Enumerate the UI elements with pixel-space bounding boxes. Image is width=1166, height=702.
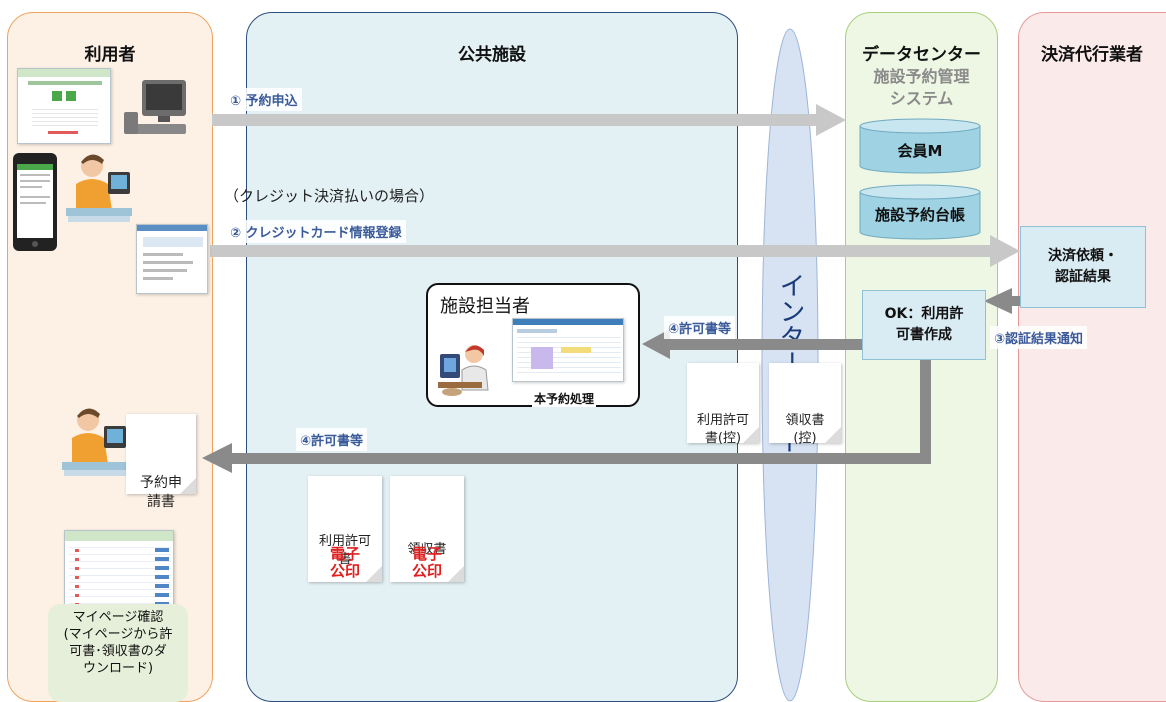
label-step3: ③認証結果通知	[990, 326, 1088, 349]
datacenter-lane-title: データセンター	[862, 45, 981, 65]
arrow-step1	[212, 104, 846, 136]
label-credit-case: （クレジット決済払いの場合）	[224, 187, 435, 205]
user-pc-icon	[124, 80, 186, 134]
doc-receipt-copy: 領収書 (控)	[769, 363, 841, 446]
label-step1: ① 予約申込	[226, 88, 302, 111]
user-receiver-icon	[62, 408, 128, 476]
facility-lane-title: 公共施設	[458, 45, 526, 65]
mypage-label: マイページ確認 (マイページから許 可書･領収書のダ ウンロード)	[48, 604, 188, 702]
user-credit-form-image	[136, 224, 208, 294]
payment-lane	[1018, 12, 1166, 702]
doc-receipt: 領収書 電子 公印	[390, 476, 464, 582]
arrow-step3	[984, 288, 1020, 314]
doc-receipt-copy-text: 領収書 (控)	[785, 413, 825, 446]
user-smartphone-icon	[13, 153, 57, 251]
arrow-step2	[210, 235, 1020, 267]
staff-process-screen	[512, 318, 624, 382]
doc-receipt-seal: 電子 公印	[411, 545, 442, 581]
doc-receipt-text: 領収書	[407, 542, 447, 558]
user-lane-title: 利用者	[84, 45, 136, 65]
doc-permit: 利用許可 書 電子 公印	[308, 476, 382, 582]
arrow-step4a	[642, 329, 863, 359]
user-person-icon	[66, 154, 132, 222]
staff-process-label: 本予約処理	[532, 390, 597, 407]
label-step2: ② クレジットカード情報登録	[226, 220, 406, 243]
label-step4b: ④許可書等	[296, 428, 368, 451]
db-ledger-label: 施設予約台帳	[874, 206, 965, 224]
staff-person-icon	[438, 345, 489, 396]
payment-lane-title: 決済代行業者	[1041, 45, 1143, 65]
doc-application-text: 予約申 請書	[140, 474, 182, 510]
db-member: 会員M	[859, 118, 981, 174]
user-pc-page-image	[17, 68, 111, 144]
ok-permit-box: OK：利用許 可書作成	[862, 290, 986, 360]
doc-permit-seal: 電子 公印	[329, 545, 360, 581]
system-title: 施設予約管理 システム	[873, 67, 970, 108]
arrow-step4b	[202, 360, 931, 473]
doc-permit-text: 利用許可 書	[318, 534, 371, 567]
db-ledger: 施設予約台帳	[859, 184, 981, 240]
staff-title: 施設担当者	[440, 296, 530, 317]
doc-permit-copy-text: 利用許可 書(控)	[696, 413, 749, 446]
db-member-label: 会員M	[897, 142, 943, 160]
label-step4a: ④許可書等	[664, 316, 736, 339]
doc-permit-copy: 利用許可 書(控)	[687, 363, 759, 446]
doc-application: 予約申 請書	[126, 414, 196, 510]
settlement-box: 決済依頼・ 認証結果	[1020, 226, 1146, 308]
